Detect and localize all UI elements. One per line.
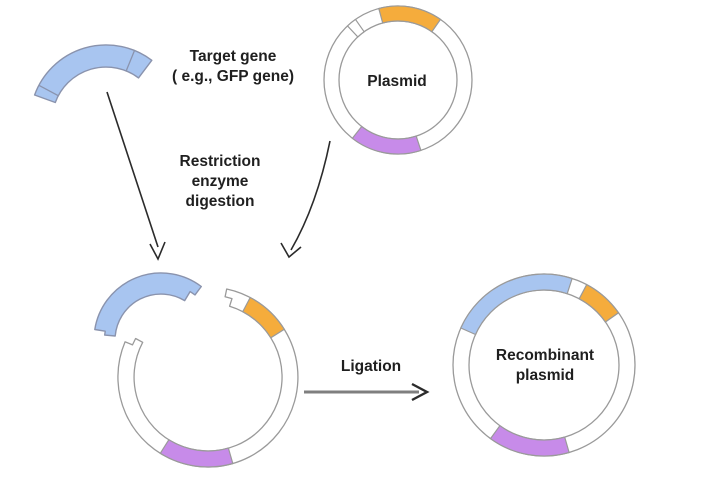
- cut-plasmid-orange-segment: [241, 296, 286, 339]
- cut-plasmid-purple-segment: [159, 438, 234, 468]
- target-gene-arc: [33, 44, 153, 104]
- ligation-arrow: [304, 382, 430, 402]
- recombinant-label-line1: Recombinant: [495, 347, 595, 364]
- digestion-label-line3: digestion: [185, 193, 255, 210]
- digestion-label-line2: enzyme: [191, 173, 249, 190]
- digestion-label: Restriction enzyme digestion: [180, 152, 261, 212]
- recombinant-orange-segment: [578, 283, 620, 323]
- recombinant-purple-segment: [489, 424, 570, 457]
- cut-gene-fragment: [94, 272, 202, 337]
- cut-gene-arc: [94, 272, 202, 337]
- digestion-arrow-right: [280, 140, 331, 259]
- plasmid-orange-segment: [378, 5, 442, 33]
- target-gene-label-line1: Target gene: [189, 48, 277, 65]
- target-gene-label-line2: ( e.g., GFP gene): [171, 68, 295, 85]
- recombinant-plasmid-label: Recombinant plasmid: [496, 346, 594, 386]
- ligation-arrow-head: [411, 382, 430, 402]
- target-gene-endcap-divider-left: [38, 84, 59, 97]
- digestion-arrow-left-head: [149, 241, 166, 261]
- digestion-label-line1: Restriction: [179, 153, 261, 170]
- plasmid-label: Plasmid: [367, 73, 427, 90]
- ligation-label: Ligation: [340, 358, 402, 375]
- digestion-arrow-left: [106, 91, 166, 261]
- recombinant-plasmid: [452, 273, 636, 457]
- recombinant-inserted-gene-segment: [460, 273, 573, 336]
- target-gene-endcap-divider-right: [125, 50, 136, 72]
- target-gene-label: Target gene ( e.g., GFP gene): [172, 47, 294, 87]
- cut-plasmid-ring: [117, 288, 299, 468]
- cut-plasmid: [117, 288, 299, 468]
- plasmid-restriction-site-marker: [346, 18, 365, 38]
- plasmid-circle: [323, 5, 473, 155]
- plasmid-purple-segment: [351, 125, 422, 155]
- digestion-arrow-left-shaft: [106, 91, 159, 248]
- digestion-arrow-right-shaft: [290, 140, 331, 251]
- recombinant-label-line2: plasmid: [515, 367, 575, 384]
- digestion-arrow-right-head: [280, 242, 302, 259]
- target-gene-fragment: [33, 44, 153, 104]
